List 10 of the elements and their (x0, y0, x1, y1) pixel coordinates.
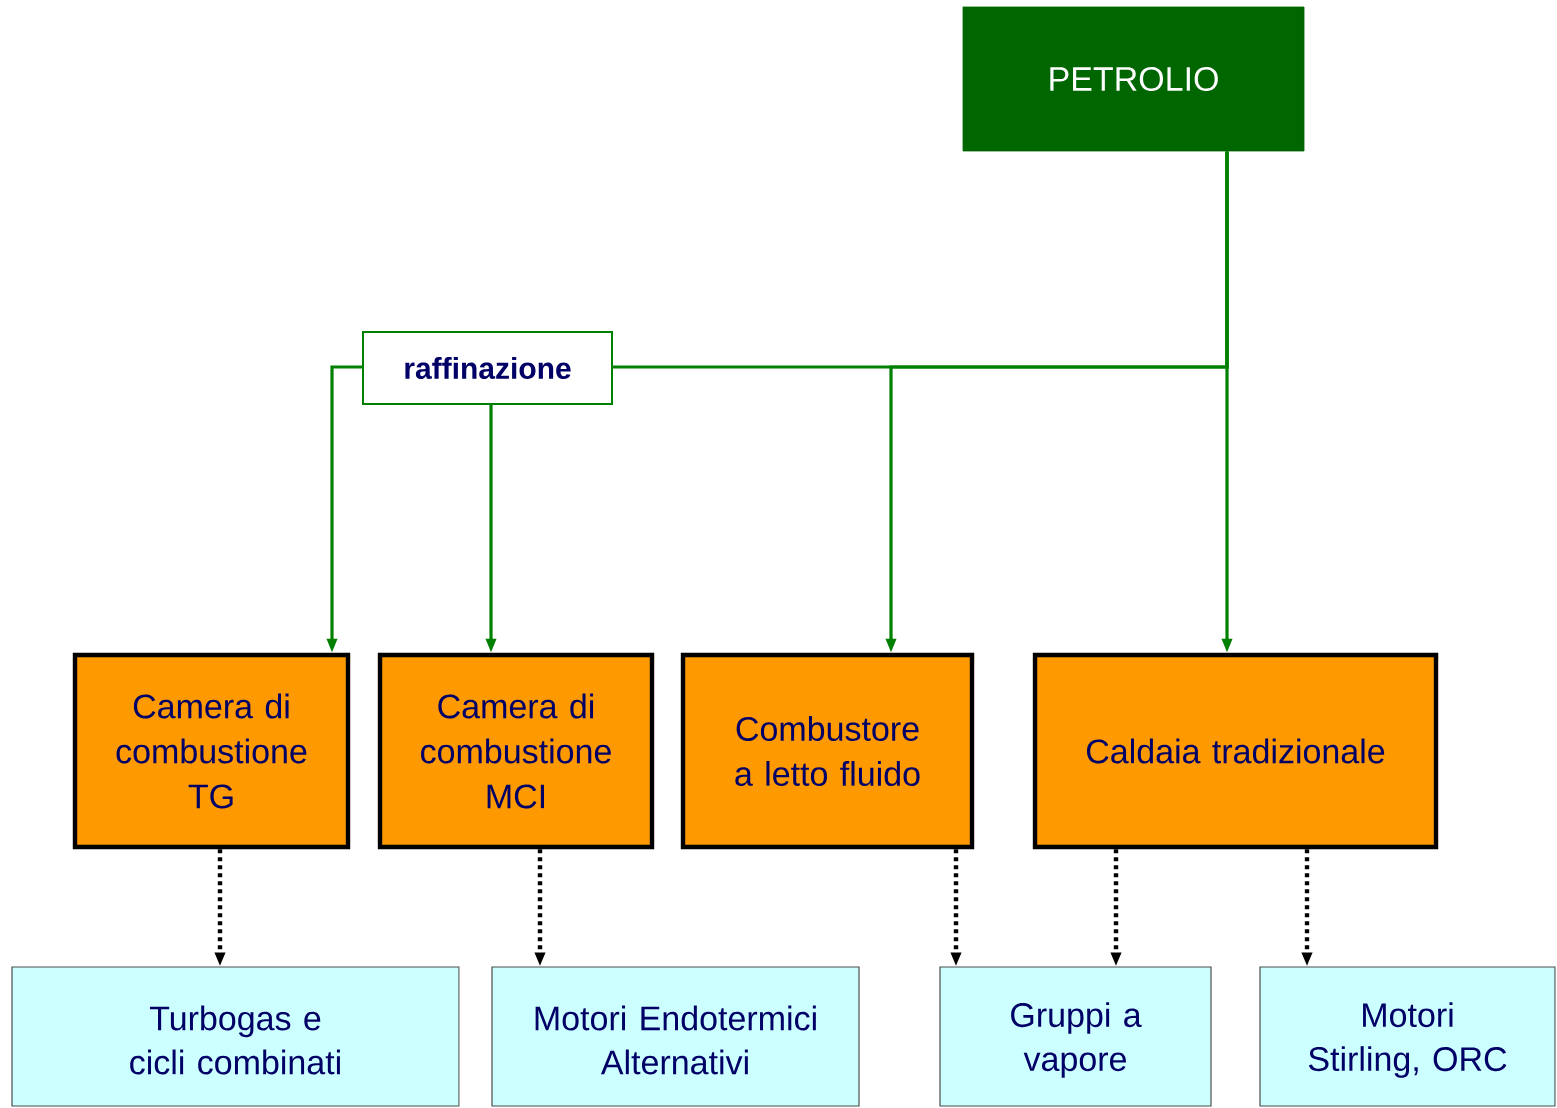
technology-box: Turbogas e cicli combinati (11, 966, 460, 1107)
combustion-box: Camera di combustione TG (72, 652, 351, 850)
combustion-box: Combustore a letto fluido (680, 652, 975, 850)
source-box: PETROLIO (962, 6, 1305, 152)
combustion-box: Camera di combustione MCI (377, 652, 655, 850)
combustion-box: Caldaia tradizionale (1032, 652, 1439, 850)
technology-box: Motori Stirling, ORC (1259, 966, 1556, 1107)
process-box: raffinazione (362, 331, 613, 405)
technology-box: Motori Endotermici Alternativi (491, 966, 860, 1107)
technology-box: Gruppi a vapore (939, 966, 1212, 1107)
